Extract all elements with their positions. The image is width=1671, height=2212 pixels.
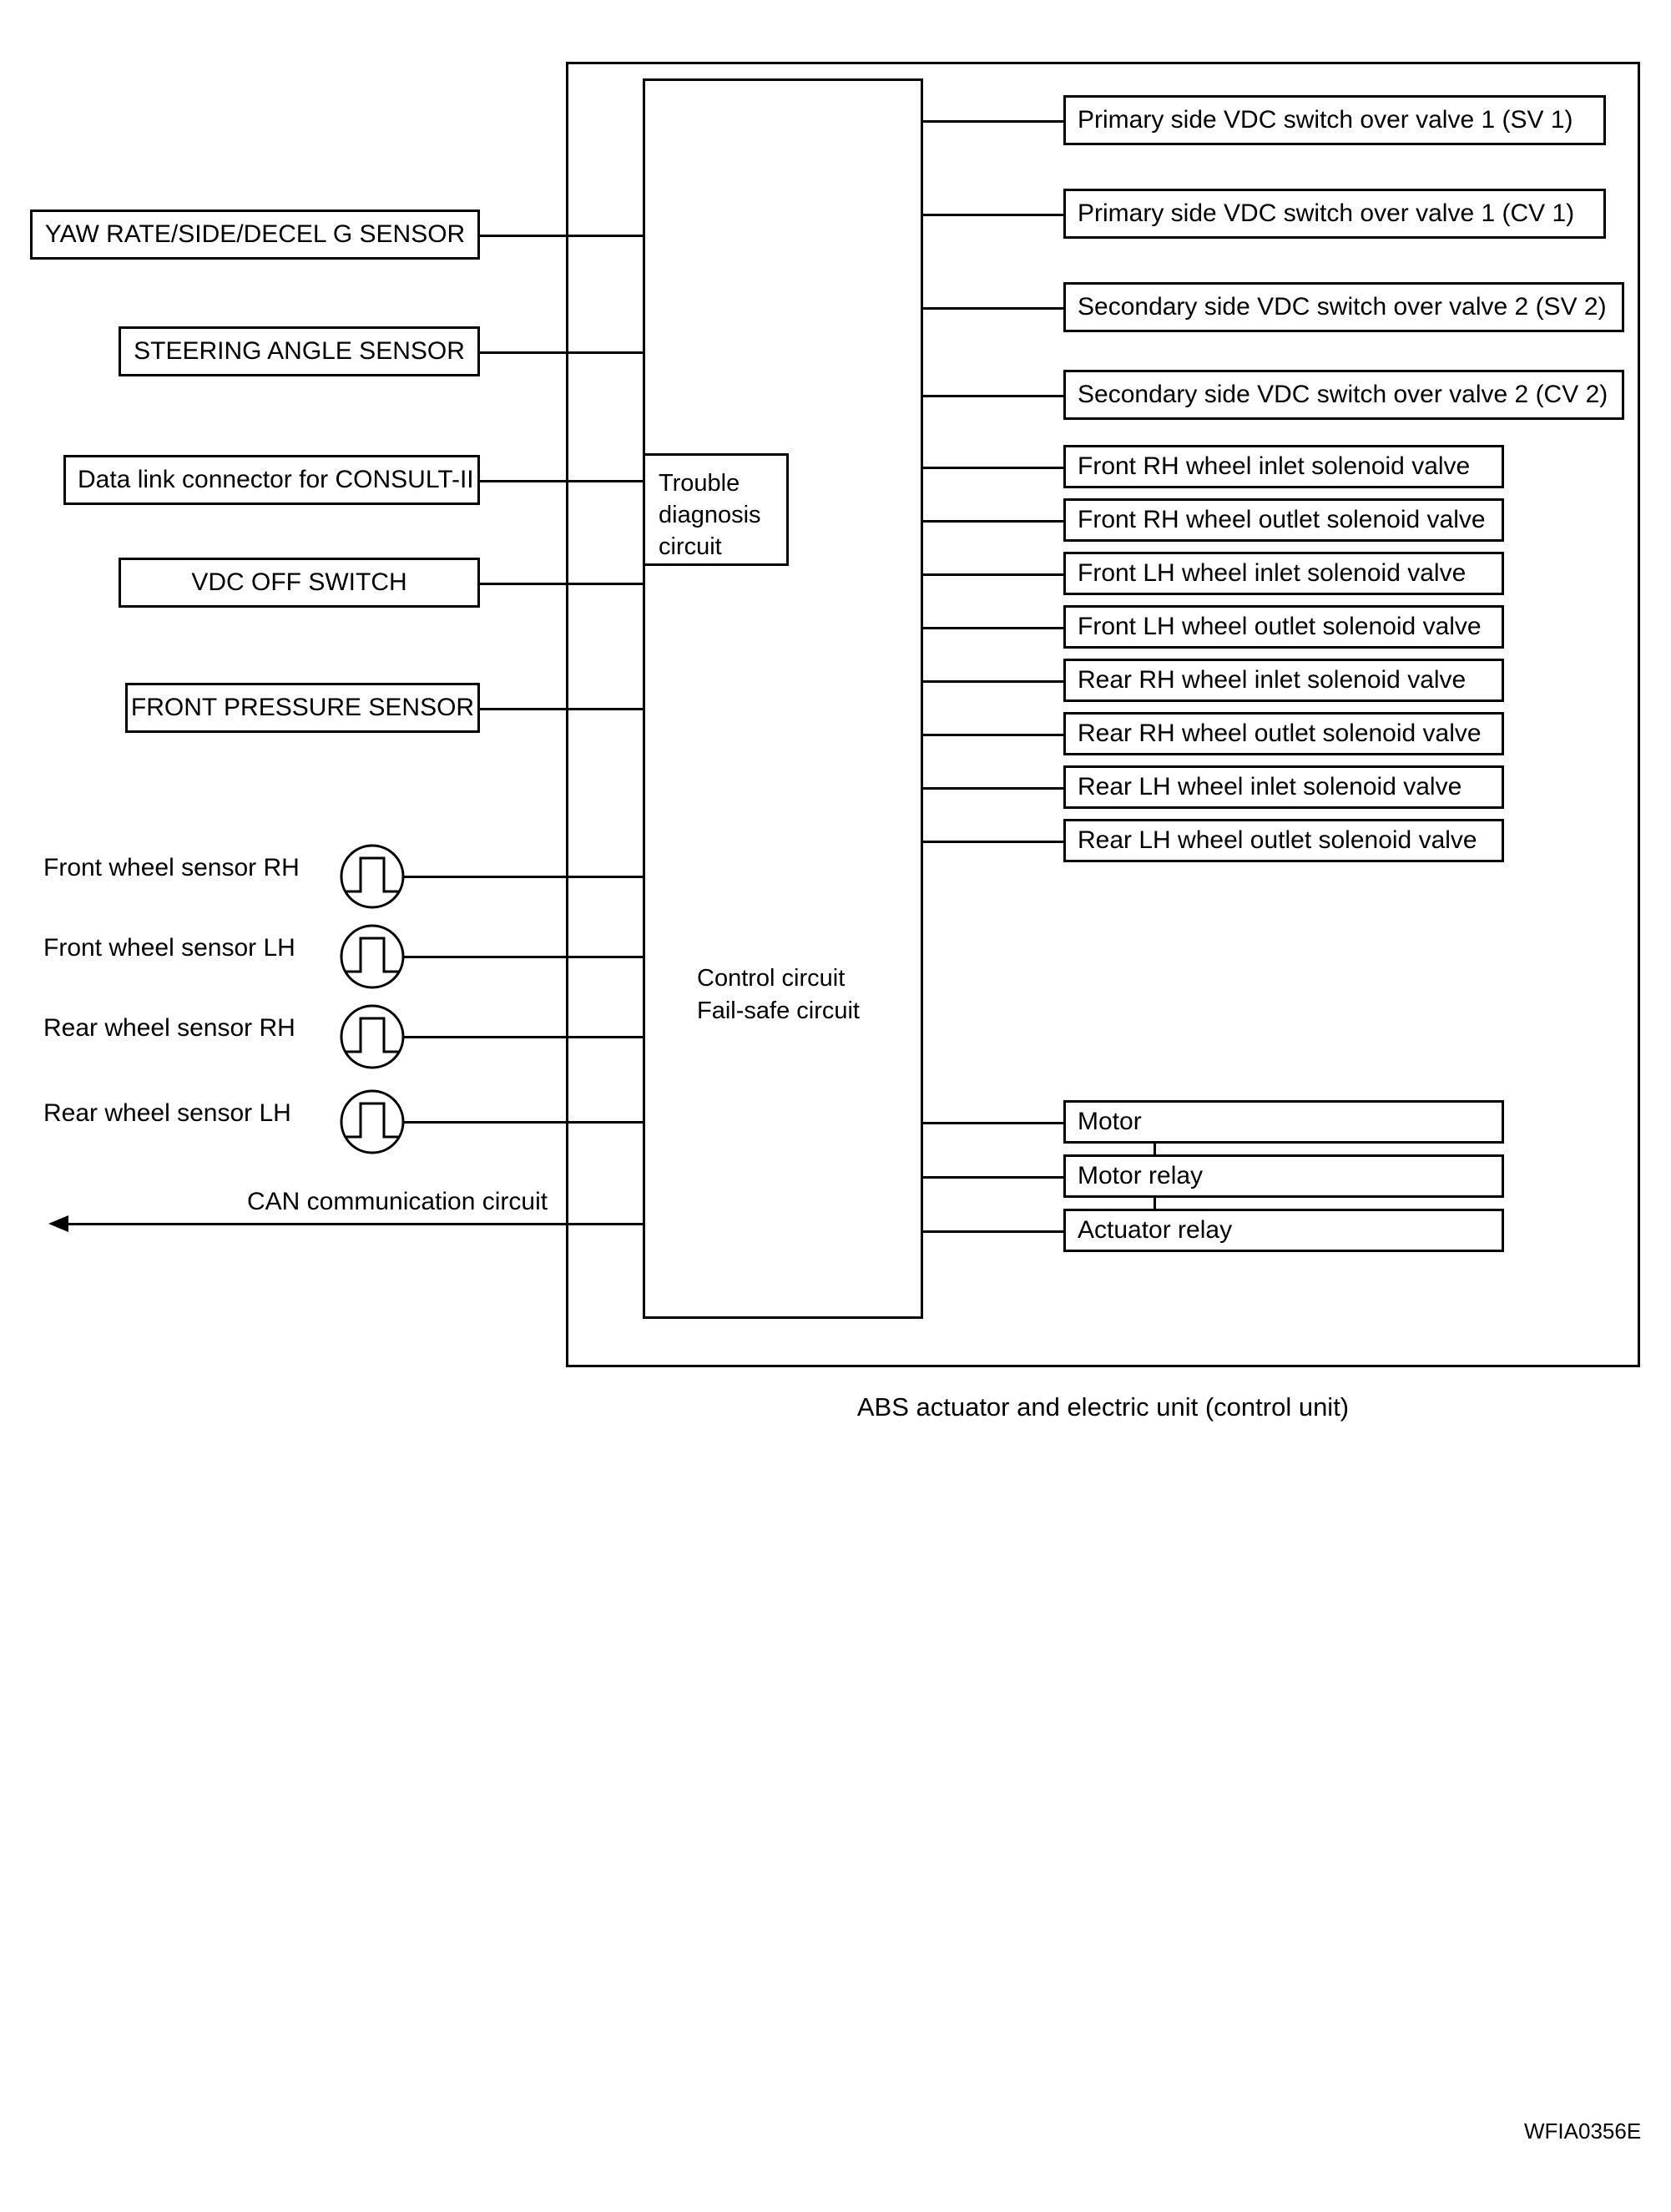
output-box-vdc-valve-sv1[interactable]: Primary side VDC switch over valve 1 (SV…: [1063, 95, 1606, 145]
input-box-data-link-connector[interactable]: Data link connector for CONSULT-II: [63, 455, 480, 505]
output-box-front-lh-outlet-solenoid-valve[interactable]: Front LH wheel outlet solenoid valve: [1063, 605, 1504, 649]
input-box-label: YAW RATE/SIDE/DECEL G SENSOR: [44, 220, 466, 248]
output-box-label: Secondary side VDC switch over valve 2 (…: [1078, 381, 1608, 408]
output-box-front-lh-inlet-solenoid-valve[interactable]: Front LH wheel inlet solenoid valve: [1063, 552, 1504, 595]
link-motor-relay-to-actuator-relay: [1154, 1198, 1156, 1209]
control-circuit-label-line-1: Control circuit: [697, 965, 846, 992]
can-communication-circuit-label: CAN communication circuit: [247, 1188, 548, 1215]
output-box-rear-rh-outlet-solenoid-valve[interactable]: Rear RH wheel outlet solenoid valve: [1063, 712, 1504, 755]
connector-front-lh-inlet-solenoid-valve: [923, 573, 1063, 576]
input-box-steering-angle-sensor[interactable]: STEERING ANGLE SENSOR: [119, 326, 480, 376]
connector-vdc-off-switch: [480, 583, 643, 585]
connector-motor-relay: [923, 1176, 1063, 1179]
output-box-label: Primary side VDC switch over valve 1 (SV…: [1078, 106, 1573, 134]
pulse-sensor-icon: [339, 1088, 406, 1155]
wheel-sensor-label-front-lh: Front wheel sensor LH: [43, 934, 295, 962]
link-motor-to-motor-relay: [1154, 1144, 1156, 1154]
wheel-sensor-label-rear-rh: Rear wheel sensor RH: [43, 1014, 295, 1042]
input-box-front-pressure-sensor[interactable]: FRONT PRESSURE SENSOR: [125, 683, 480, 733]
input-box-label: STEERING ANGLE SENSOR: [134, 337, 465, 365]
connector-vdc-valve-sv1: [923, 120, 1063, 123]
output-box-label: Secondary side VDC switch over valve 2 (…: [1078, 293, 1607, 321]
input-box-label: Data link connector for CONSULT-II: [78, 466, 474, 493]
output-box-rear-rh-inlet-solenoid-valve[interactable]: Rear RH wheel inlet solenoid valve: [1063, 659, 1504, 702]
output-box-label: Rear LH wheel inlet solenoid valve: [1078, 773, 1462, 800]
connector-wheel-sensor-rear-rh: [404, 1036, 643, 1038]
connector-rear-lh-outlet-solenoid-valve: [923, 841, 1063, 843]
connector-vdc-valve-cv2: [923, 395, 1063, 397]
connector-front-rh-outlet-solenoid-valve: [923, 520, 1063, 523]
connector-wheel-sensor-front-rh: [404, 876, 643, 878]
pulse-sensor-icon: [339, 843, 406, 910]
output-box-front-rh-outlet-solenoid-valve[interactable]: Front RH wheel outlet solenoid valve: [1063, 498, 1504, 542]
input-box-label: FRONT PRESSURE SENSOR: [130, 694, 475, 721]
connector-motor: [923, 1122, 1063, 1124]
can-arrow-head-icon: [47, 1210, 73, 1237]
abs-actuator-outer-frame: [566, 62, 1640, 1367]
control-circuit-label-line-2: Fail-safe circuit: [697, 997, 860, 1024]
output-box-label: Motor: [1078, 1108, 1142, 1135]
output-box-label: Front RH wheel outlet solenoid valve: [1078, 506, 1486, 533]
output-box-front-rh-inlet-solenoid-valve[interactable]: Front RH wheel inlet solenoid valve: [1063, 445, 1504, 488]
output-box-vdc-valve-cv1[interactable]: Primary side VDC switch over valve 1 (CV…: [1063, 189, 1606, 239]
connector-rear-lh-inlet-solenoid-valve: [923, 787, 1063, 790]
output-box-vdc-valve-cv2[interactable]: Secondary side VDC switch over valve 2 (…: [1063, 370, 1624, 420]
input-box-label: VDC OFF SWITCH: [191, 568, 407, 596]
output-box-motor-relay[interactable]: Motor relay: [1063, 1154, 1504, 1198]
connector-yaw-rate-sensor: [480, 235, 643, 237]
connector-steering-angle-sensor: [480, 351, 643, 354]
trouble-diagnosis-line-3: circuit: [659, 533, 722, 560]
output-box-label: Front LH wheel inlet solenoid valve: [1078, 559, 1467, 587]
output-box-label: Rear LH wheel outlet solenoid valve: [1078, 826, 1477, 854]
output-box-label: Rear RH wheel inlet solenoid valve: [1078, 666, 1467, 694]
output-box-label: Rear RH wheel outlet solenoid valve: [1078, 720, 1482, 747]
input-box-vdc-off-switch[interactable]: VDC OFF SWITCH: [119, 558, 480, 608]
control-unit-inner-frame: [643, 78, 923, 1319]
pulse-sensor-icon: [339, 1003, 406, 1070]
pulse-sensor-icon: [339, 923, 406, 990]
connector-rear-rh-outlet-solenoid-valve: [923, 734, 1063, 736]
connector-front-rh-inlet-solenoid-valve: [923, 467, 1063, 469]
connector-vdc-valve-sv2: [923, 307, 1063, 310]
output-box-rear-lh-inlet-solenoid-valve[interactable]: Rear LH wheel inlet solenoid valve: [1063, 765, 1504, 809]
output-box-label: Motor relay: [1078, 1162, 1204, 1189]
trouble-diagnosis-circuit-box: Trouble diagnosis circuit: [643, 453, 789, 566]
connector-front-lh-outlet-solenoid-valve: [923, 627, 1063, 629]
connector-front-pressure-sensor: [480, 708, 643, 710]
wheel-sensor-label-rear-lh: Rear wheel sensor LH: [43, 1099, 291, 1127]
output-box-vdc-valve-sv2[interactable]: Secondary side VDC switch over valve 2 (…: [1063, 282, 1624, 332]
connector-wheel-sensor-front-lh: [404, 956, 643, 958]
connector-rear-rh-inlet-solenoid-valve: [923, 680, 1063, 683]
output-box-label: Primary side VDC switch over valve 1 (CV…: [1078, 199, 1575, 227]
connector-wheel-sensor-rear-lh: [404, 1121, 643, 1124]
trouble-diagnosis-line-1: Trouble: [659, 470, 740, 497]
output-box-label: Actuator relay: [1078, 1216, 1233, 1244]
output-box-actuator-relay[interactable]: Actuator relay: [1063, 1209, 1504, 1252]
output-box-label: Front RH wheel inlet solenoid valve: [1078, 452, 1471, 480]
input-box-yaw-rate-side-decel-g-sensor[interactable]: YAW RATE/SIDE/DECEL G SENSOR: [30, 210, 480, 260]
output-box-label: Front LH wheel outlet solenoid valve: [1078, 613, 1482, 640]
trouble-diagnosis-line-2: diagnosis: [659, 502, 761, 528]
figure-caption: ABS actuator and electric unit (control …: [856, 1392, 1350, 1422]
connector-actuator-relay: [923, 1230, 1063, 1233]
connector-data-link: [480, 480, 643, 482]
connector-can-communication-circuit: [57, 1223, 643, 1225]
output-box-motor[interactable]: Motor: [1063, 1100, 1504, 1144]
output-box-rear-lh-outlet-solenoid-valve[interactable]: Rear LH wheel outlet solenoid valve: [1063, 819, 1504, 862]
figure-reference-code: WFIA0356E: [1524, 2119, 1642, 2144]
connector-vdc-valve-cv1: [923, 214, 1063, 216]
wheel-sensor-label-front-rh: Front wheel sensor RH: [43, 854, 300, 881]
